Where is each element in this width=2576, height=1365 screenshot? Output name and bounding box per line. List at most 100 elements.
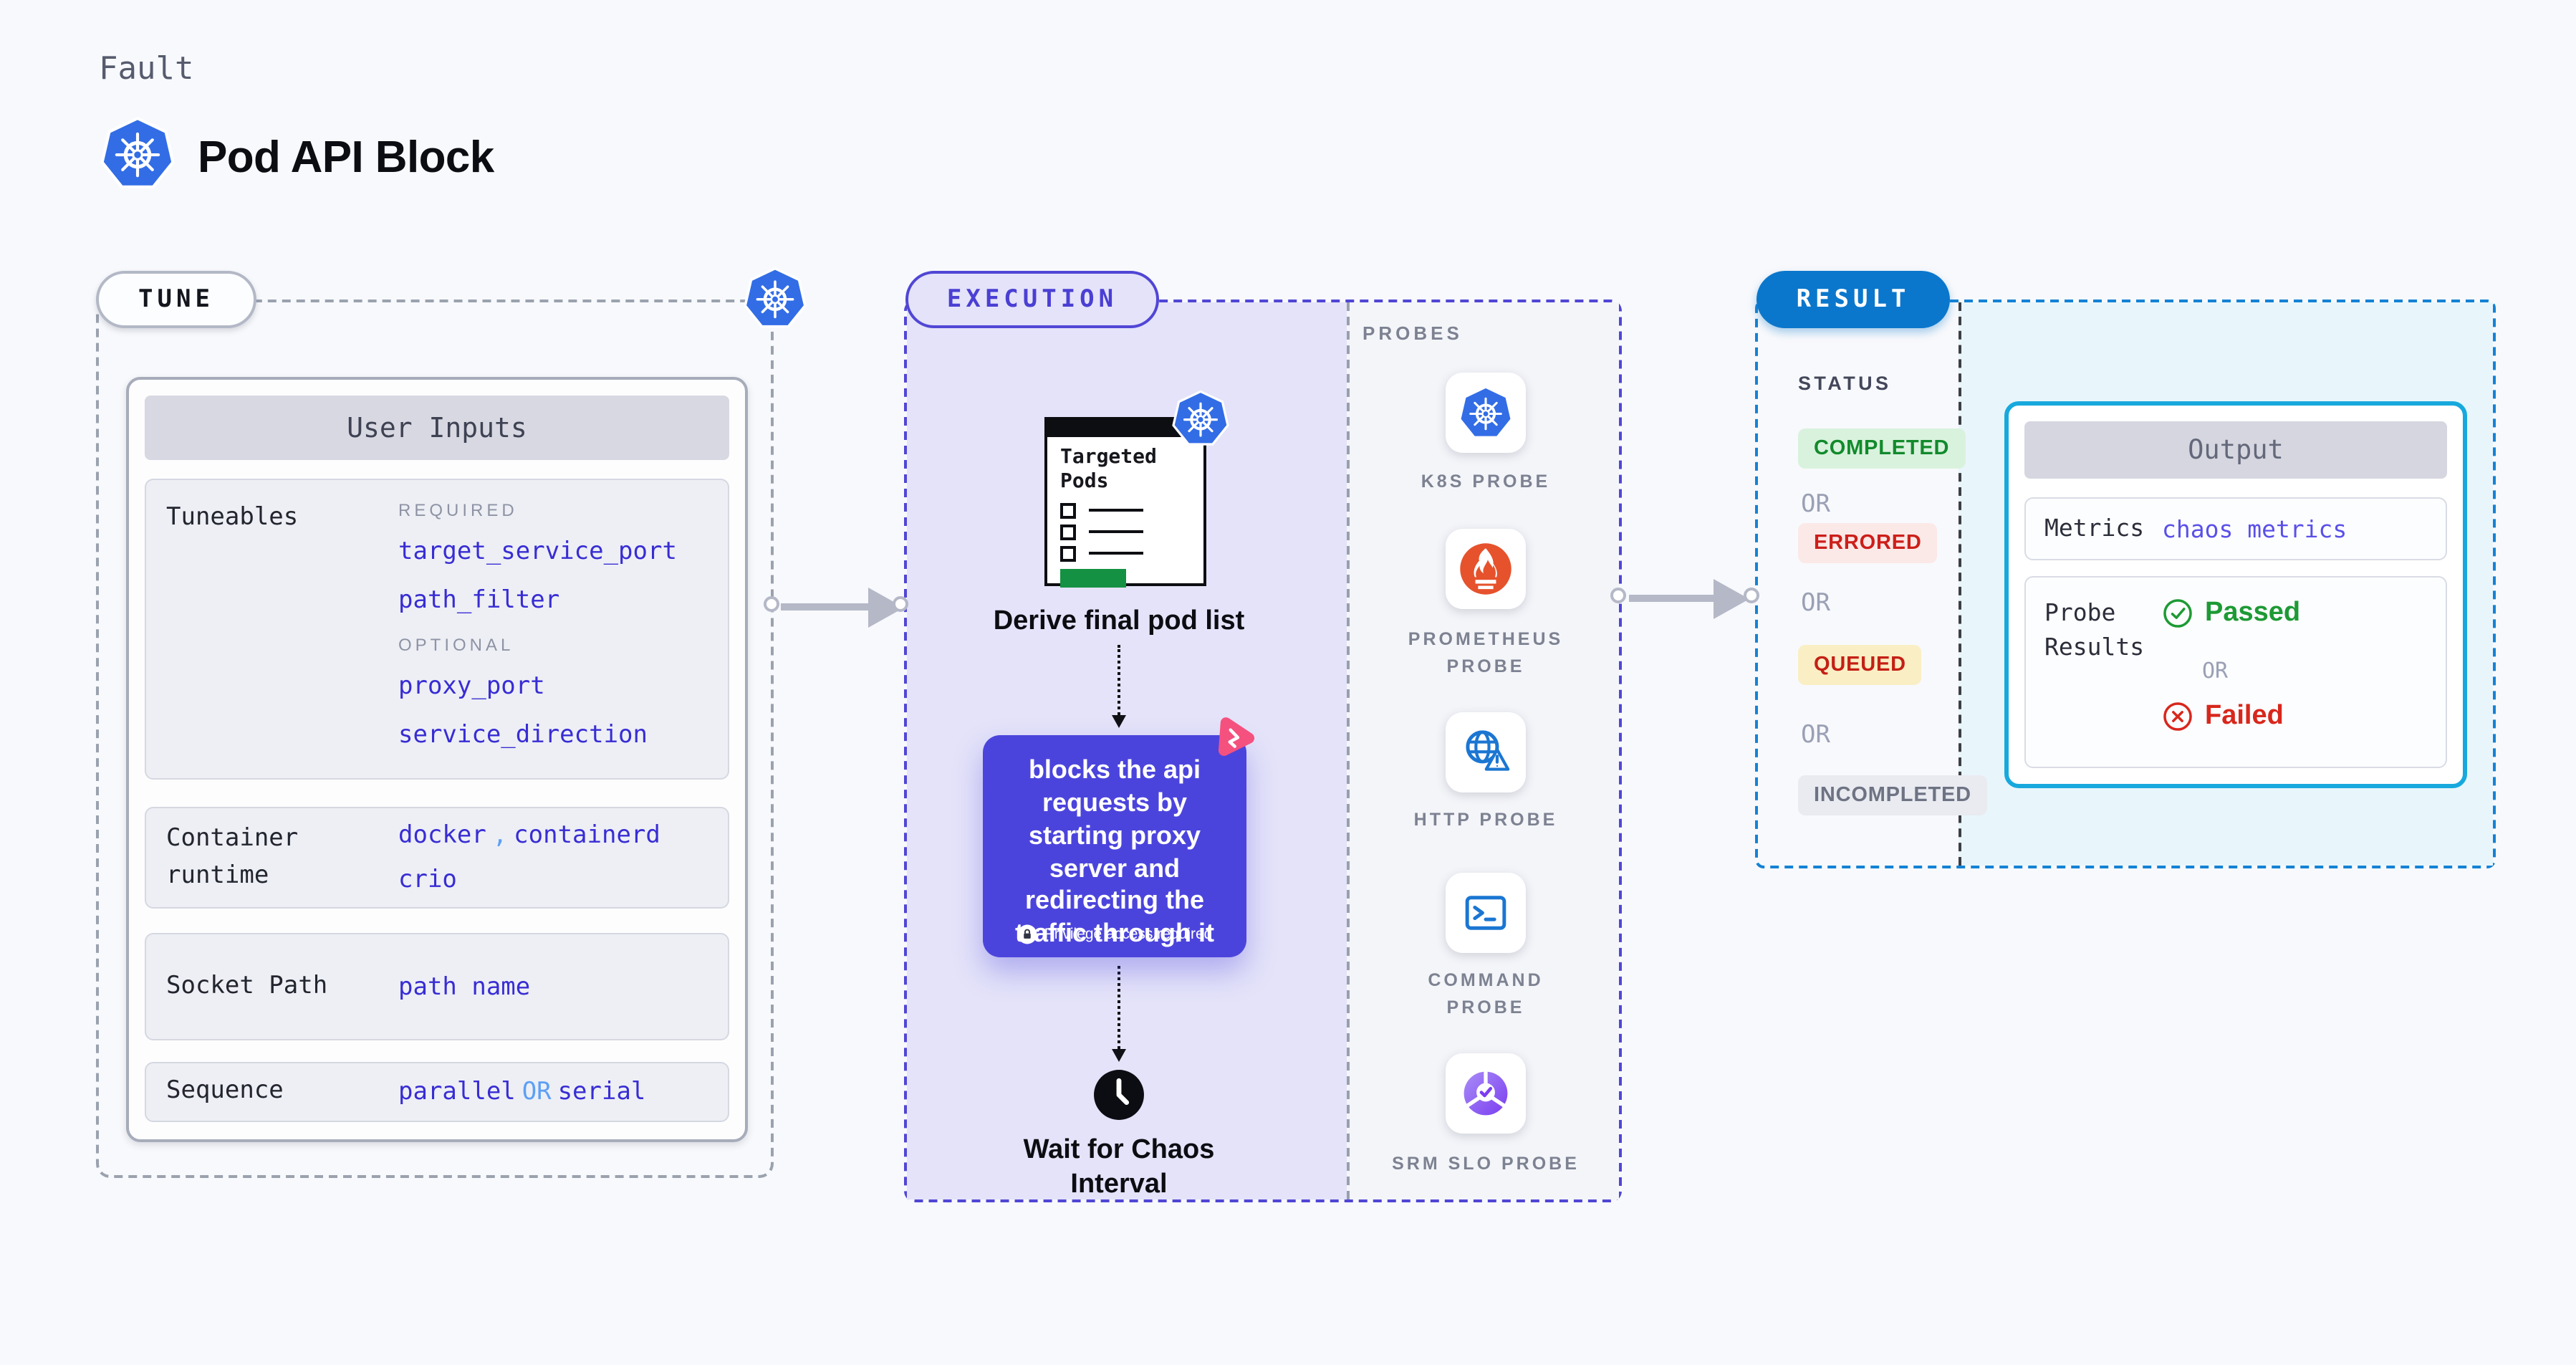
status-output-divider: [1959, 302, 1961, 866]
pod-line: [1089, 508, 1143, 512]
probe-results-row: Probe Results Passed OR Failed: [2024, 576, 2447, 768]
required-label: REQUIRED: [398, 500, 518, 520]
probe-card-command: [1446, 873, 1526, 953]
fault-action-card: blocks the api requests by starting prox…: [983, 735, 1246, 957]
status-title: STATUS: [1798, 373, 1892, 394]
user-inputs-card: User Inputs Tuneables REQUIRED target_se…: [126, 377, 748, 1142]
failed-result: Failed: [2162, 701, 2284, 732]
passed-result: Passed: [2162, 598, 2300, 629]
or-label: OR: [1801, 589, 1830, 618]
tune-badge: TUNE: [96, 271, 256, 328]
runtime-separator: ,: [492, 821, 508, 850]
probe-label-srm-slo: SRM SLO PROBE: [1392, 1154, 1580, 1174]
terminal-icon: [1458, 886, 1513, 940]
kubernetes-logo-icon: [1172, 390, 1229, 447]
tune-section-outline: [96, 300, 774, 1178]
probe-label-command: COMMAND PROBE: [1428, 970, 1544, 1018]
kubernetes-logo-icon: [744, 267, 807, 330]
arrow-down-icon: [1111, 715, 1125, 728]
runtime-docker: docker: [398, 821, 486, 850]
privilege-note-text: Privilege access required: [1044, 926, 1213, 943]
derive-pod-list-label: Derive final pod list: [993, 606, 1245, 636]
x-circle-icon: [2162, 701, 2193, 732]
output-card: Output Metrics chaos metrics Probe Resul…: [2004, 401, 2467, 788]
probe-card-http: [1446, 712, 1526, 792]
probe-card-srm-slo: [1446, 1053, 1526, 1134]
param-proxy-port: proxy_port: [398, 672, 545, 701]
chaos-badge-icon: [1209, 712, 1261, 764]
fault-kicker: Fault: [99, 52, 194, 87]
probe-label-prometheus: PROMETHEUS PROBE: [1408, 629, 1564, 677]
container-runtime-label: Container runtime: [166, 824, 299, 889]
result-badge: RESULT: [1756, 271, 1950, 328]
passed-label: Passed: [2205, 598, 2301, 628]
connector-dot: [764, 596, 779, 612]
execution-badge: EXECUTION: [905, 271, 1159, 328]
connector-dot: [1744, 588, 1759, 603]
sequence-row: Sequence parallel OR serial: [145, 1062, 729, 1122]
output-title: Output: [2024, 421, 2447, 479]
tuneables-row: Tuneables REQUIRED target_service_port p…: [145, 479, 729, 780]
tuneables-values: REQUIRED target_service_port path_filter…: [398, 500, 677, 778]
probe-label-http: HTTP PROBE: [1413, 810, 1558, 830]
pod-list-item: [1060, 545, 1191, 562]
pod-list-item: [1060, 502, 1191, 519]
result-section: STATUS COMPLETED OR ERRORED OR QUEUED OR…: [1755, 300, 2496, 868]
pod-line: [1089, 530, 1143, 534]
metrics-value: chaos metrics: [2162, 515, 2347, 542]
socket-path-row: Socket Path path name: [145, 933, 729, 1040]
flow-dotted-connector: [1118, 645, 1120, 715]
probe-label-k8s: K8S PROBE: [1421, 471, 1551, 492]
tune-to-execution-arrow: [781, 603, 873, 610]
page-title: Pod API Block: [198, 132, 494, 182]
progress-bar: [1060, 568, 1126, 588]
status-badge-completed: COMPLETED: [1798, 428, 1966, 469]
sequence-parallel: parallel: [398, 1078, 516, 1106]
fault-action-text: blocks the api requests by starting prox…: [1015, 755, 1214, 948]
probe-card-k8s: [1446, 373, 1526, 453]
container-runtime-row: Container runtime docker , containerd cr…: [145, 807, 729, 909]
tuneables-label: Tuneables: [166, 503, 299, 532]
sequence-values: parallel OR serial: [398, 1078, 645, 1106]
probe-card-prometheus: [1446, 529, 1526, 609]
or-label: OR: [2202, 658, 2229, 684]
execution-section: Targeted Pods Derive final pod list bloc…: [904, 300, 1622, 1202]
connector-dot: [1610, 588, 1626, 603]
metrics-row: Metrics chaos metrics: [2024, 497, 2447, 560]
param-path-filter: path_filter: [398, 586, 560, 615]
connector-dot: [893, 596, 908, 612]
status-badge-queued: QUEUED: [1798, 645, 1922, 685]
status-badge-incompleted: INCOMPLETED: [1798, 775, 1987, 815]
status-badge-errored: ERRORED: [1798, 523, 1938, 563]
or-label: OR: [1801, 490, 1830, 519]
container-runtime-values: docker , containerd crio: [398, 821, 660, 894]
checkbox-icon: [1060, 524, 1076, 540]
param-target-service-port: target_service_port: [398, 537, 677, 566]
prometheus-logo-icon: [1458, 542, 1513, 596]
checkbox-icon: [1060, 502, 1076, 519]
lock-icon: [1017, 924, 1037, 944]
globe-warning-icon: [1458, 725, 1513, 780]
or-label: OR: [1801, 721, 1830, 749]
wait-chaos-interval-label: Wait for Chaos Interval: [1023, 1135, 1215, 1199]
clock-icon: [1092, 1068, 1146, 1122]
slo-donut-check-icon: [1458, 1066, 1513, 1121]
check-circle-icon: [2162, 598, 2193, 629]
runtime-crio: crio: [398, 866, 457, 894]
pod-line: [1089, 551, 1143, 555]
sequence-or: OR: [522, 1078, 552, 1106]
user-inputs-title: User Inputs: [145, 396, 729, 460]
failed-label: Failed: [2205, 701, 2284, 731]
flow-dotted-connector: [1118, 966, 1120, 1049]
socket-path-label: Socket Path: [166, 971, 328, 1000]
kubernetes-logo-icon: [1458, 385, 1513, 440]
runtime-containerd: containerd: [514, 821, 660, 850]
privilege-note: Privilege access required: [983, 924, 1246, 944]
probes-title: PROBES: [1363, 322, 1463, 344]
execution-to-result-arrow: [1629, 595, 1718, 602]
pod-list-item: [1060, 524, 1191, 540]
metrics-label: Metrics: [2044, 514, 2145, 542]
sequence-label: Sequence: [166, 1076, 284, 1106]
kubernetes-logo-icon: [100, 116, 175, 191]
socket-path-value: path name: [398, 972, 531, 1001]
